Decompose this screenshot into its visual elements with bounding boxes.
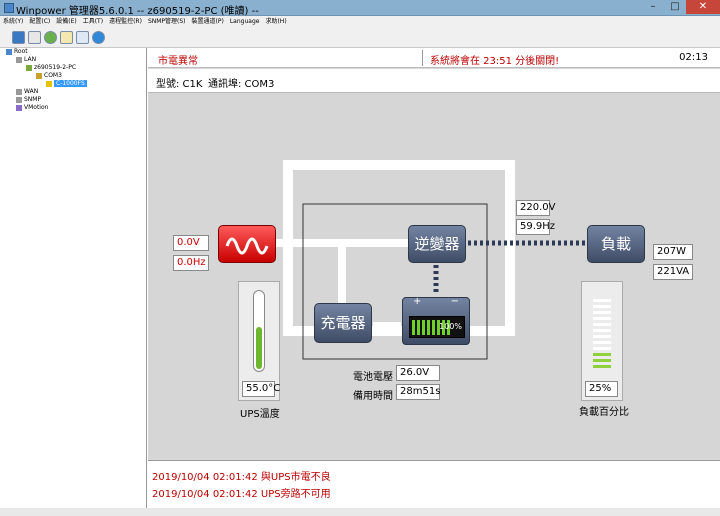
battery-plus: + <box>413 296 422 307</box>
mains-status: 市電異常 <box>158 56 198 67</box>
snmp-icon <box>16 96 22 103</box>
window-title: Winpower 管理器5.6.0.1 -- z690519-2-PC (唯讀)… <box>16 6 259 17</box>
log-entry: 2019/10/04 02:01:42 與UPS市電不良 <box>152 472 331 483</box>
shutdown-warning: 系統將會在 23:51 分後關閉! <box>430 56 560 67</box>
menu-language[interactable]: Language <box>229 18 260 25</box>
menu-bar: 系統(Y) 配置(C) 設備(E) 工具(T) 遠程監控(R) SNMP管理(S) 裝置通道… <box>0 16 720 28</box>
ups-diagram: 0.0V 0.0Hz 逆變器 負載 充電器 + − 100% 220.0V 59… <box>148 93 720 458</box>
menu-system[interactable]: 系統(Y) <box>3 18 24 25</box>
battery-block: + − 100% <box>402 296 470 345</box>
lan-icon <box>16 56 22 63</box>
maximize-button[interactable]: □ <box>670 1 680 12</box>
thermometer <box>253 290 265 372</box>
charger-block: 充電器 <box>314 303 372 343</box>
sine-wave-icon <box>225 237 269 255</box>
load-gauge <box>593 290 611 368</box>
input-frequency: 0.0Hz <box>173 255 209 271</box>
tree-snmp[interactable]: SNMP <box>16 96 41 104</box>
table-icon[interactable] <box>76 31 89 44</box>
inverter-block: 逆變器 <box>408 225 466 263</box>
close-button[interactable]: ✕ <box>686 0 720 14</box>
tree-com[interactable]: COM3 <box>36 72 62 80</box>
save-icon[interactable] <box>12 31 25 44</box>
ups-enclosure <box>302 203 488 360</box>
port-label: 通訊埠: COM3 <box>208 79 275 90</box>
load-segment <box>593 347 611 350</box>
status-divider <box>422 50 423 66</box>
port-icon <box>36 72 42 79</box>
thermometer-fill <box>256 327 262 369</box>
tree-lan[interactable]: LAN <box>16 56 36 64</box>
calendar-icon[interactable] <box>28 31 41 44</box>
load-segment <box>593 335 611 338</box>
status-clock: 02:13 <box>679 52 708 63</box>
help-icon[interactable] <box>92 31 105 44</box>
ups-icon <box>46 80 52 87</box>
flow-lines <box>276 160 586 360</box>
tree-vmotion[interactable]: VMotion <box>16 104 48 112</box>
battery-voltage: 26.0V <box>396 365 440 381</box>
notes-icon[interactable] <box>60 31 73 44</box>
load-segment <box>593 305 611 308</box>
ac-input-indicator <box>218 225 276 263</box>
menu-snmp[interactable]: SNMP管理(S) <box>147 18 186 25</box>
menu-channel[interactable]: 裝置通道(P) <box>191 18 224 25</box>
input-voltage: 0.0V <box>173 235 209 251</box>
temperature-label: UPS溫度 <box>240 409 280 420</box>
menu-device[interactable]: 設備(E) <box>56 18 77 25</box>
battery-runtime: 28m51s <box>396 384 440 400</box>
tree-pc[interactable]: z690519-2-PC <box>26 64 76 72</box>
menu-config[interactable]: 配置(C) <box>29 18 51 25</box>
device-info: 型號: C1K 通訊埠: COM3 <box>148 69 720 93</box>
main-panel: 市電異常 系統將會在 23:51 分後關閉! 02:13 型號: C1K 通訊埠… <box>148 48 720 516</box>
model-label: 型號: C1K <box>156 79 203 90</box>
temperature-value: 55.0°C <box>242 381 280 397</box>
event-log: 2019/10/04 02:01:42 與UPS市電不良 2019/10/04 … <box>148 460 720 516</box>
minimize-button[interactable]: – <box>650 1 656 12</box>
load-segment <box>593 329 611 332</box>
app-icon <box>4 3 14 13</box>
load-segment <box>593 299 611 302</box>
load-block: 負載 <box>587 225 645 263</box>
window-bottom-strip <box>0 508 720 516</box>
tree-device[interactable]: C-1000FS <box>46 80 87 88</box>
battery-fill <box>412 320 450 335</box>
load-segment <box>593 317 611 320</box>
status-bar: 市電異常 系統將會在 23:51 分後關閉! 02:13 <box>148 48 720 68</box>
battery-minus: − <box>450 296 459 307</box>
load-segment <box>593 311 611 314</box>
tree-root[interactable]: Root <box>6 48 28 56</box>
menu-remote[interactable]: 遠程監控(R) <box>109 18 142 25</box>
computer-icon <box>26 64 32 71</box>
battery-gauge: 100% <box>409 316 465 338</box>
log-entry: 2019/10/04 02:01:42 UPS旁路不可用 <box>152 489 331 500</box>
device-tree: Root LAN z690519-2-PC COM3 C-1000FS WAN … <box>0 48 147 516</box>
network-icon <box>6 48 12 55</box>
load-segment <box>593 353 611 356</box>
title-bar: Winpower 管理器5.6.0.1 -- z690519-2-PC (唯讀)… <box>0 0 720 17</box>
load-segment <box>593 323 611 326</box>
load-segment <box>593 341 611 344</box>
vmotion-icon <box>16 104 22 111</box>
user-icon[interactable] <box>44 31 57 44</box>
menu-tools[interactable]: 工具(T) <box>82 18 104 25</box>
output-frequency: 59.9Hz <box>516 219 555 235</box>
battery-level: 100% <box>439 322 462 331</box>
load-segment <box>593 359 611 362</box>
toolbar <box>0 28 720 48</box>
wan-icon <box>16 88 22 95</box>
tree-wan[interactable]: WAN <box>16 88 38 96</box>
bypass-path <box>283 160 515 336</box>
load-watts: 207W <box>653 244 693 260</box>
load-segment <box>593 365 611 368</box>
load-percent: 25% <box>585 381 618 397</box>
load-va: 221VA <box>653 264 693 280</box>
output-voltage: 220.0V <box>516 200 555 216</box>
battery-voltage-label: 電池電壓 <box>353 372 393 383</box>
load-label: 負載百分比 <box>579 407 629 418</box>
runtime-label: 備用時間 <box>353 391 393 402</box>
menu-help[interactable]: 求助(H) <box>265 18 287 25</box>
